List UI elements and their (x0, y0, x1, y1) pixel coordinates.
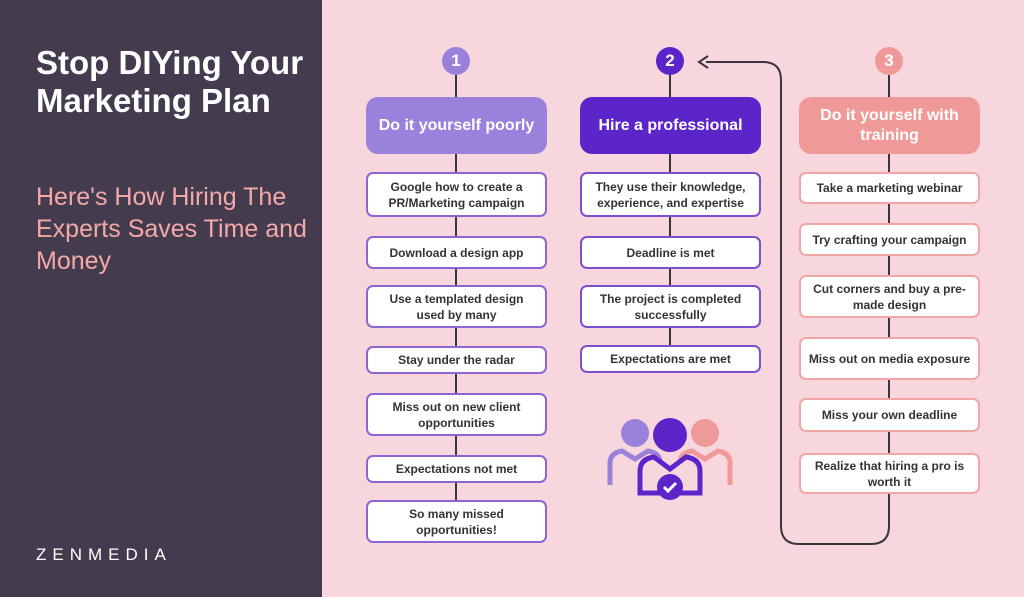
connector-arrow (455, 154, 457, 172)
team-check-icon (607, 418, 733, 500)
arrowhead-icon (697, 55, 709, 69)
step-box: Realize that hiring a pro is worth it (799, 453, 980, 494)
page-title: Stop DIYing Your Marketing Plan (36, 44, 304, 119)
connector-arrow (455, 436, 457, 455)
connector-arrow (669, 269, 671, 285)
page-subtitle: Here's How Hiring The Experts Saves Time… (36, 183, 307, 275)
step-number-badge: 1 (442, 47, 470, 75)
column-header: Do it yourself with training (799, 97, 980, 154)
step-box: Expectations are met (580, 345, 761, 373)
connector-arrow (669, 154, 671, 172)
connector-arrow (455, 328, 457, 346)
step-number-badge: 3 (875, 47, 903, 75)
step-box: Miss out on media exposure (799, 337, 980, 380)
connector-arrow (888, 256, 890, 275)
step-box: Google how to create a PR/Marketing camp… (366, 172, 547, 217)
column-header: Hire a professional (580, 97, 761, 154)
connector-arrow (888, 318, 890, 337)
step-box: Expectations not met (366, 455, 547, 483)
connector-arrow (455, 217, 457, 236)
step-box: Use a templated design used by many (366, 285, 547, 328)
connector-arrow (669, 328, 671, 345)
connector-arrow (888, 204, 890, 223)
step-box: Cut corners and buy a pre-made design (799, 275, 980, 318)
connector-arrow (455, 269, 457, 285)
connector-arrow (888, 154, 890, 172)
connector-arrow (888, 380, 890, 398)
connector-arrow (455, 483, 457, 500)
step-box: Miss out on new client opportunities (366, 393, 547, 436)
step-box: So many missed opportunities! (366, 500, 547, 543)
step-number-badge: 2 (656, 47, 684, 75)
step-box: The project is completed successfully (580, 285, 761, 328)
connector-line (669, 75, 671, 97)
step-box: Deadline is met (580, 236, 761, 269)
connector-arrow (669, 217, 671, 236)
zenmedia-logo: ZENMEDIA (36, 545, 172, 564)
column-header: Do it yourself poorly (366, 97, 547, 154)
step-box: Take a marketing webinar (799, 172, 980, 204)
step-box: Stay under the radar (366, 346, 547, 374)
connector-arrow (888, 432, 890, 453)
step-box: Try crafting your campaign (799, 223, 980, 256)
connector-arrow (455, 374, 457, 393)
step-box: Download a design app (366, 236, 547, 269)
sidebar: Stop DIYing Your Marketing Plan Here's H… (0, 0, 322, 597)
step-box: They use their knowledge, experience, an… (580, 172, 761, 217)
connector-line (455, 75, 457, 97)
loop-back-arrow (706, 61, 890, 545)
connector-line (888, 75, 890, 97)
step-box: Miss your own deadline (799, 398, 980, 432)
